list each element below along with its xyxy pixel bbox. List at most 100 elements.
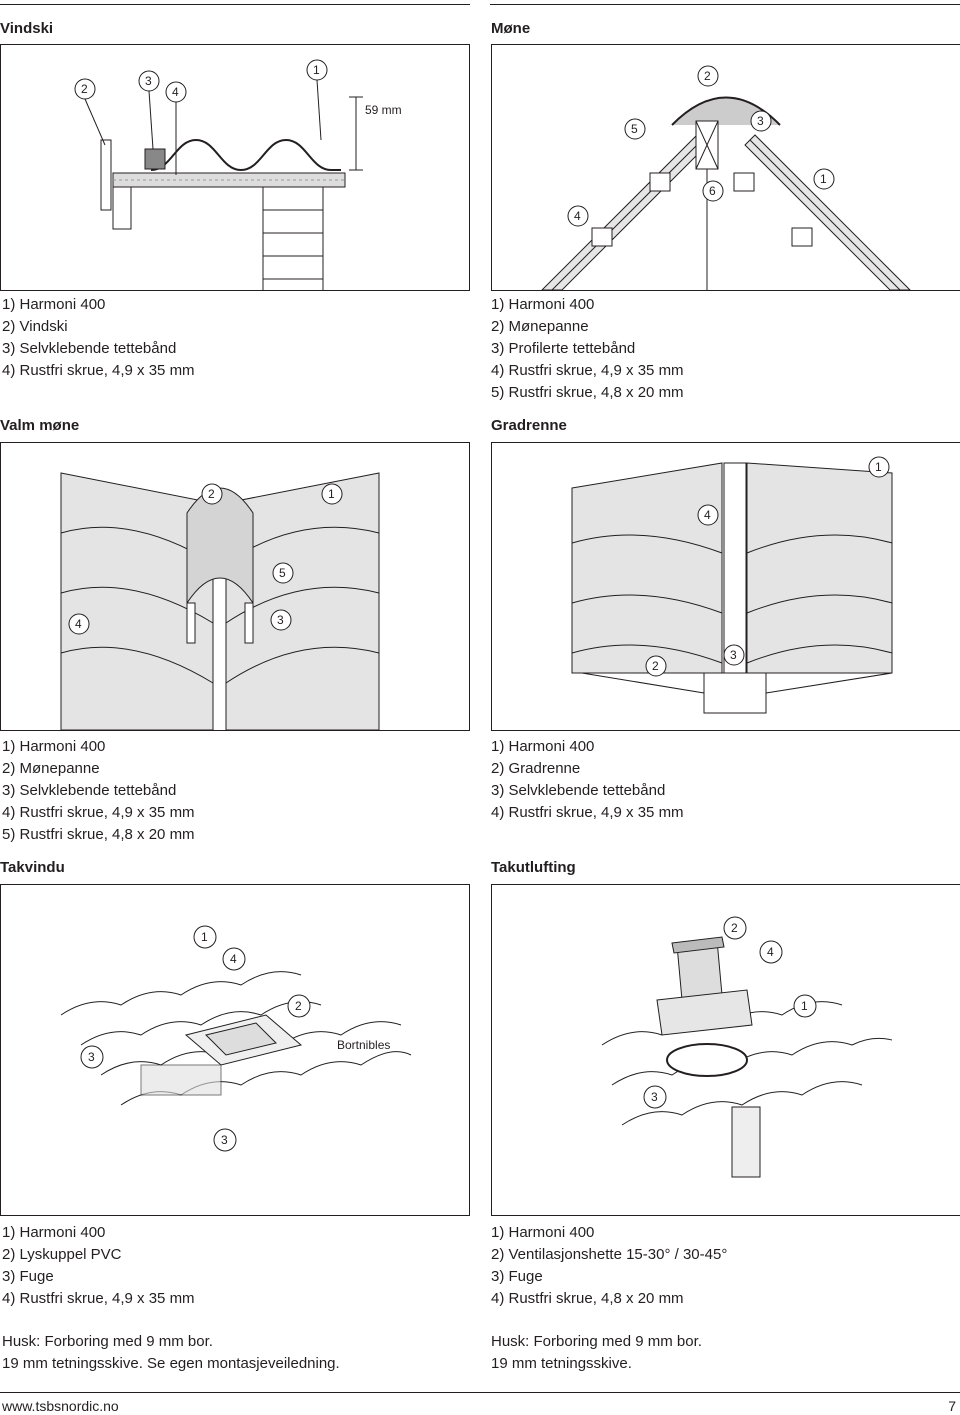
note-line: 19 mm tetningsskive. Se egen montasjevei… — [2, 1355, 340, 1372]
legend-takutlufting: 1) Harmoni 400 2) Ventilasjonshette 15-3… — [491, 1222, 727, 1310]
note-takutlufting: Husk: Forboring med 9 mm bor. 19 mm tetn… — [491, 1331, 702, 1375]
callout-circle — [697, 504, 719, 526]
legend-vindski: 1) Harmoni 400 2) Vindski 3) Selvklebend… — [2, 294, 195, 382]
callout-circle — [643, 1085, 667, 1109]
callout-label: 2 — [208, 487, 215, 501]
bortnibles-label: Bortnibles — [337, 1038, 390, 1052]
callout-label: 2 — [652, 659, 659, 673]
callout-circle — [222, 947, 246, 971]
callout-label: 1 — [875, 460, 882, 474]
legend-item: 1) Harmoni 400 — [491, 296, 595, 313]
legend-item: 4) Rustfri skrue, 4,9 x 35 mm — [491, 362, 684, 379]
callout-label: 5 — [631, 122, 638, 136]
legend-item: 1) Harmoni 400 — [2, 296, 106, 313]
legend-item: 3) Selvklebende tettebånd — [2, 782, 177, 799]
legend-item: 1) Harmoni 400 — [491, 1224, 595, 1241]
callout-label: 4 — [767, 945, 774, 959]
callout-label: 1 — [801, 999, 808, 1013]
callout-circle — [759, 940, 783, 964]
callout-circle — [868, 456, 890, 478]
callout-circle — [287, 994, 311, 1018]
illustration-gradrenne: 1 4 2 3 — [491, 442, 960, 731]
callout-circle — [68, 613, 90, 635]
callout-circle — [272, 562, 294, 584]
callout-circle — [270, 609, 292, 631]
legend-item: 2) Vindski — [2, 318, 68, 335]
section-title-takutlufting: Takutlufting — [491, 859, 576, 876]
callout-label: 4 — [704, 508, 711, 522]
note-line: Husk: Forboring med 9 mm bor. — [2, 1333, 213, 1350]
callout-label: 2 — [81, 82, 88, 96]
callout-label: 2 — [731, 921, 738, 935]
legend-item: 4) Rustfri skrue, 4,9 x 35 mm — [491, 804, 684, 821]
callout-label: 2 — [704, 69, 711, 83]
legend-mone: 1) Harmoni 400 2) Mønepanne 3) Profilert… — [491, 294, 684, 404]
callout-label: 4 — [75, 617, 82, 631]
legend-item: 3) Profilerte tettebånd — [491, 340, 636, 357]
callout-label: 1 — [328, 487, 335, 501]
callout-label: 3 — [651, 1090, 658, 1104]
legend-item: 4) Rustfri skrue, 4,9 x 35 mm — [2, 804, 195, 821]
callout-label: 4 — [230, 952, 237, 966]
legend-item: 4) Rustfri skrue, 4,9 x 35 mm — [2, 1290, 195, 1307]
note-line: 19 mm tetningsskive. — [491, 1355, 632, 1372]
callout-label: 4 — [574, 209, 581, 223]
section-title-valm-mone: Valm møne — [0, 417, 80, 434]
callout-circle — [321, 483, 343, 505]
legend-item: 1) Harmoni 400 — [491, 738, 595, 755]
legend-item: 1) Harmoni 400 — [2, 738, 106, 755]
callout-circle — [193, 925, 217, 949]
legend-item: 3) Fuge — [2, 1268, 54, 1285]
callout-label: 4 — [172, 85, 179, 99]
callout-circle — [723, 916, 747, 940]
callout-circle — [80, 1045, 104, 1069]
callout-circle — [702, 180, 724, 202]
legend-item: 4) Rustfri skrue, 4,9 x 35 mm — [2, 362, 195, 379]
legend-item: 2) Ventilasjonshette 15-30° / 30-45° — [491, 1246, 728, 1263]
legend-valm-mone: 1) Harmoni 400 2) Mønepanne 3) Selvklebe… — [2, 736, 195, 846]
callout-circle — [213, 1128, 237, 1152]
callout-circle — [645, 655, 667, 677]
footer-url[interactable]: www.tsbsnordic.no — [2, 1398, 119, 1414]
legend-item: 2) Mønepanne — [491, 318, 589, 335]
legend-item: 3) Selvklebende tettebånd — [2, 340, 177, 357]
legend-item: 2) Gradrenne — [491, 760, 581, 777]
legend-item: 4) Rustfri skrue, 4,8 x 20 mm — [491, 1290, 684, 1307]
callout-label: 3 — [757, 114, 764, 128]
callout-circle — [624, 118, 646, 140]
illustration-takutlufting: 2 4 1 3 — [491, 884, 960, 1216]
legend-item: 2) Lyskuppel PVC — [2, 1246, 122, 1263]
callout-circle — [567, 205, 589, 227]
section-title-gradrenne: Gradrenne — [491, 417, 567, 434]
legend-item: 5) Rustfri skrue, 4,8 x 20 mm — [2, 826, 195, 843]
callout-label: 2 — [295, 999, 302, 1013]
callout-label: 5 — [279, 566, 286, 580]
callout-circle — [697, 65, 719, 87]
legend-item: 3) Fuge — [491, 1268, 543, 1285]
illustration-mone: 2 5 3 6 1 4 — [491, 44, 960, 291]
callout-label: 6 — [709, 184, 716, 198]
legend-gradrenne: 1) Harmoni 400 2) Gradrenne 3) Selvklebe… — [491, 736, 684, 824]
footer-rule — [0, 1392, 960, 1393]
callout-label: 1 — [201, 930, 208, 944]
callout-label: 3 — [221, 1133, 228, 1147]
illustration-valm-mone: 2 1 5 4 3 — [0, 442, 470, 731]
dimension-label: 59 mm — [365, 103, 402, 117]
callout-circle — [750, 110, 772, 132]
page-number: 7 — [948, 1398, 956, 1414]
top-rule-right — [490, 4, 960, 5]
callout-label: 3 — [730, 648, 737, 662]
section-title-mone: Møne — [491, 20, 531, 37]
callout-circle — [793, 994, 817, 1018]
callout-circle — [813, 168, 835, 190]
section-title-takvindu: Takvindu — [0, 859, 65, 876]
legend-item: 5) Rustfri skrue, 4,8 x 20 mm — [491, 384, 684, 401]
callout-label: 3 — [277, 613, 284, 627]
callout-circle — [723, 644, 745, 666]
section-title-vindski: Vindski — [0, 20, 54, 37]
legend-item: 1) Harmoni 400 — [2, 1224, 106, 1241]
callout-label: 1 — [820, 172, 827, 186]
illustration-vindski: 59 mm 2 3 4 1 — [0, 44, 470, 291]
top-rule-left — [0, 4, 470, 5]
note-line: Husk: Forboring med 9 mm bor. — [491, 1333, 702, 1350]
